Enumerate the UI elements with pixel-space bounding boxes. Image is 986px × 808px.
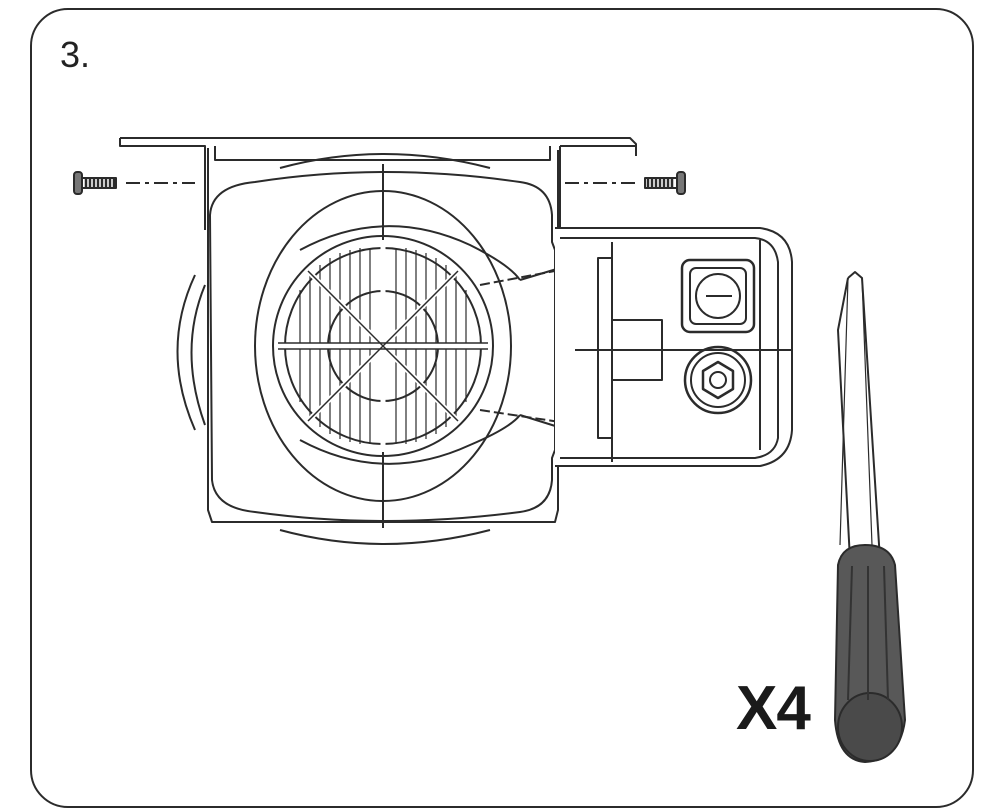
control-box xyxy=(555,227,793,467)
quantity-label: X4 xyxy=(736,674,811,743)
cable-gland-icon xyxy=(683,345,753,415)
screw-icon xyxy=(565,171,686,195)
fan-grille xyxy=(272,235,494,457)
screwdriver-icon xyxy=(834,271,906,763)
fan-assembly-illustration xyxy=(73,137,906,763)
screw-icon xyxy=(73,171,195,195)
step-number: 3. xyxy=(60,34,91,75)
switch-icon xyxy=(680,258,756,334)
